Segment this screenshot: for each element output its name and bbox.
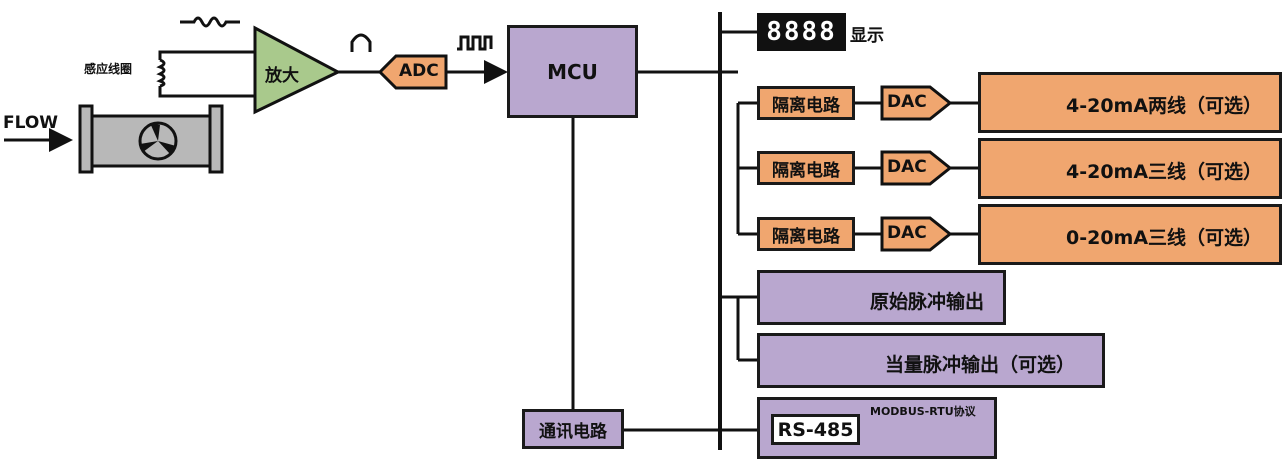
analog-output-label-3: 0-20mA三线（可选） — [1066, 227, 1263, 249]
dac-block-3 — [880, 216, 953, 252]
square-pulse-icon — [457, 35, 493, 51]
raw-pulse-label: 原始脉冲输出 — [870, 291, 985, 313]
comm-circuit-block: 通讯电路 — [522, 409, 624, 449]
coil-winding — [156, 58, 166, 88]
analog-output-3 — [978, 204, 1282, 265]
rs485-block: RS-485 — [771, 414, 860, 445]
raw-pulse-output — [757, 270, 1006, 325]
display-digits: 8888 — [766, 17, 837, 47]
pipe-icon — [78, 104, 224, 174]
protocol-label: MODBUS-RTU协议 — [870, 405, 976, 418]
analog-output-label-2: 4-20mA三线（可选） — [1066, 161, 1263, 183]
adc-block — [377, 54, 448, 90]
half-wave-signal-icon — [350, 33, 372, 52]
amplifier-triangle — [253, 25, 342, 115]
isolation-block-2: 隔离电路 — [757, 151, 855, 185]
isolation-block-1: 隔离电路 — [757, 86, 855, 120]
coil-wire-bottom — [158, 86, 255, 98]
isolation-block-3: 隔离电路 — [757, 217, 855, 251]
sine-signal-icon — [180, 16, 240, 28]
equivalent-pulse-output — [757, 333, 1105, 388]
rs485-label: RS-485 — [777, 418, 854, 441]
analog-output-1 — [978, 72, 1282, 133]
isolation-label: 隔离电路 — [772, 160, 840, 181]
dac-label-3: DAC — [887, 223, 927, 243]
analog-output-label-1: 4-20mA两线（可选） — [1066, 95, 1263, 117]
dac-block-2 — [880, 150, 953, 186]
mcu-label: MCU — [547, 59, 598, 84]
dac-label-2: DAC — [887, 157, 927, 177]
flow-label: FLOW — [3, 113, 59, 133]
adc-label: ADC — [399, 61, 439, 81]
coil-label: 感应线圈 — [84, 62, 133, 76]
comm-circuit-label: 通讯电路 — [539, 421, 607, 442]
equivalent-pulse-label: 当量脉冲输出（可选） — [885, 354, 1076, 376]
isolation-label: 隔离电路 — [772, 226, 840, 247]
dac-block-1 — [880, 85, 953, 121]
display-block: 8888 — [757, 13, 846, 51]
mcu-block: MCU — [507, 25, 638, 118]
coil-wire-top — [158, 50, 185, 60]
dac-label-1: DAC — [887, 92, 927, 112]
display-label: 显示 — [850, 26, 884, 46]
isolation-label: 隔离电路 — [772, 95, 840, 116]
analog-output-2 — [978, 138, 1282, 199]
amplifier-label: 放大 — [265, 66, 299, 86]
